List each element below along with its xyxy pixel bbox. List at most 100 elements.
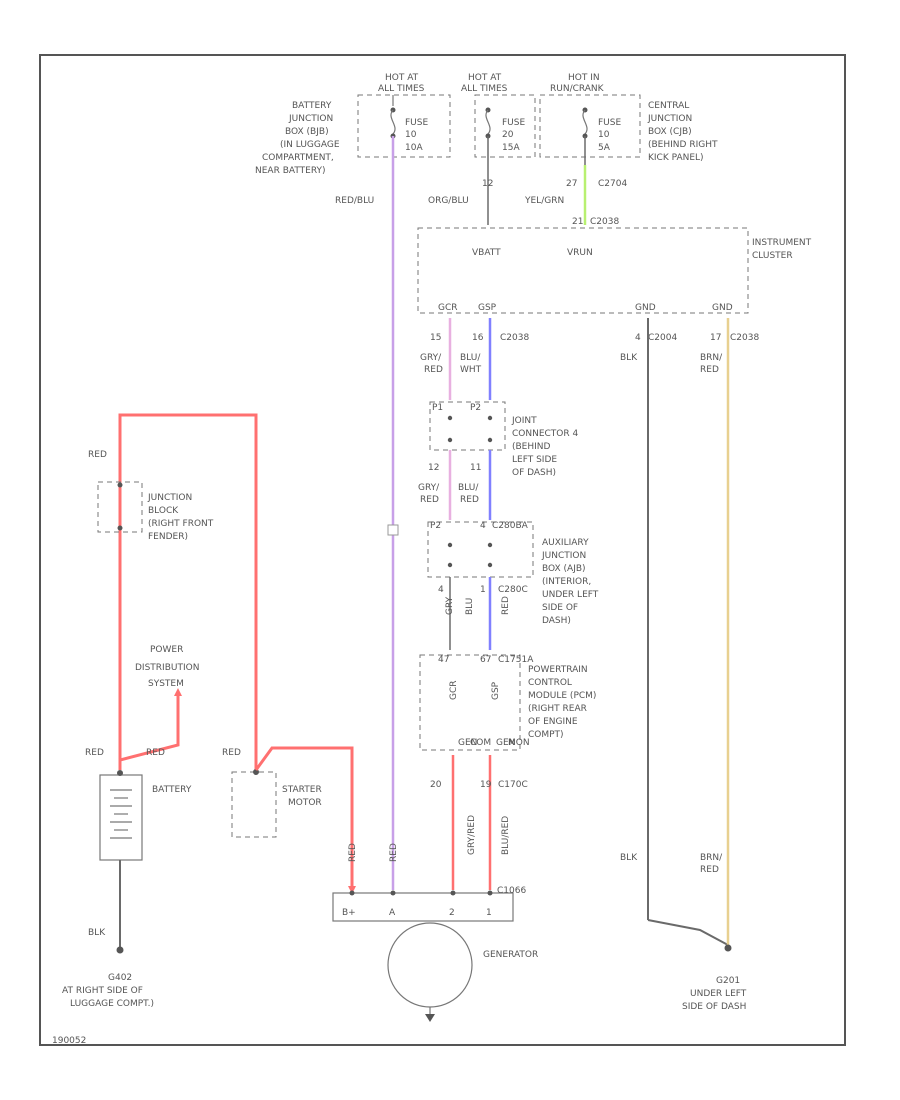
cjb-label-2: JUNCTION [647, 114, 692, 124]
hot-label-2: HOT AT [468, 73, 502, 83]
pcm-label-1: POWERTRAIN [528, 665, 588, 675]
ground-g402-loc-1: AT RIGHT SIDE OF [62, 986, 143, 996]
pin-16: 16 [472, 333, 484, 343]
wire-vert-label-3: RED [501, 596, 511, 615]
pds-label-2: DISTRIBUTION [135, 663, 199, 673]
jb-label-4: FENDER) [148, 532, 188, 542]
connector-c280c: C280C [498, 585, 528, 595]
battery-junction-box [357, 94, 451, 158]
fuse-3-rating: 5A [598, 143, 611, 153]
pin-4a: 4 [438, 585, 444, 595]
jb-label-3: (RIGHT FRONT [148, 519, 214, 529]
figure-id: 190052 [52, 1036, 86, 1046]
wire-label-blk-batt: BLK [88, 928, 106, 938]
starter-motor [231, 771, 277, 838]
wire-label-red2: RED [700, 365, 719, 375]
wire-label-gry: GRY/ [420, 353, 442, 363]
wire-label-red-batt: RED [85, 748, 104, 758]
wire-label-red-top: RED [88, 450, 107, 460]
pcm-output-4: MON [508, 738, 530, 748]
wire-label-gen-2: BLU/RED [501, 816, 511, 855]
connector-c1066: C1066 [497, 886, 526, 896]
joint-pin-a: P1 [432, 403, 443, 413]
wire-label-brn1: BRN/ [700, 353, 723, 363]
fuse-2-rating: 15A [502, 143, 520, 153]
hot-label-3: HOT IN [568, 73, 600, 83]
connector-c2038c: C2038 [730, 333, 759, 343]
connector-c280ba: C280BA [492, 521, 529, 531]
cjb-label-1: CENTRAL [648, 101, 689, 111]
ajb-pin-1: P2 [430, 521, 441, 531]
jb-label-2: BLOCK [148, 506, 179, 516]
pin-12b: 12 [428, 463, 439, 473]
ground-g402-icon [116, 946, 124, 954]
ground-g201: G201 [716, 976, 740, 986]
fuse-2-icon [485, 109, 491, 135]
cjb-label-4: (BEHIND RIGHT [648, 140, 718, 150]
jc-label-2: CONNECTOR 4 [512, 429, 578, 439]
bjb-label-6: NEAR BATTERY) [255, 166, 326, 176]
wire-label-gry2: GRY/ [418, 483, 440, 493]
wire-label-blu: BLU/ [460, 353, 481, 363]
ajb-label-2: JUNCTION [541, 551, 586, 561]
pin-top: 21 [572, 217, 583, 227]
pcm-label-4: (RIGHT REAR [528, 704, 587, 714]
pcm-label-3: MODULE (PCM) [528, 691, 596, 701]
wire-label-brn-g201-a: BRN/ [700, 853, 723, 863]
jc-label-1: JOINT [511, 416, 537, 426]
pcm-output-1: GEN [458, 738, 477, 748]
wire-label-red-start: RED [222, 748, 241, 758]
connector-c170c: C170C [498, 780, 528, 790]
wire-label-red3: RED [420, 495, 439, 505]
gen-pin-1: 1 [486, 908, 492, 918]
vbatt-label: VBATT [472, 248, 501, 258]
connector-c2038b: C2038 [500, 333, 529, 343]
pcm-label-2: CONTROL [528, 678, 572, 688]
wire-red-loop [118, 413, 258, 770]
pin-19: 19 [480, 780, 492, 790]
bjb-label-1: BATTERY [292, 101, 332, 111]
ground-g402: G402 [108, 973, 132, 983]
pcm-output-3: GEN [496, 738, 515, 748]
gnd-label-2: GND [712, 303, 733, 313]
wire-label-blu2: BLU/ [458, 483, 479, 493]
wire-label-org-blu: ORG/BLU [428, 196, 469, 206]
joint-connector-4 [429, 401, 506, 451]
wire-red-pds [118, 692, 180, 770]
bjb-label-3: BOX (BJB) [285, 127, 329, 137]
bjb-label-2: JUNCTION [288, 114, 333, 124]
bjb-label-5: COMPARTMENT, [262, 153, 334, 163]
hot-label-2b: ALL TIMES [461, 84, 508, 94]
wire-label-red-pds: RED [146, 748, 165, 758]
fuse-1-icon [390, 109, 396, 135]
pin-27: 27 [566, 179, 577, 189]
gcr-label: GCR [438, 303, 458, 313]
connector-c1751a: C1751A [498, 655, 534, 665]
wire-label-wht: WHT [460, 365, 482, 375]
fuse-3-icon [582, 109, 588, 135]
pin-11b: 11 [470, 463, 481, 473]
pin-ground-1: 4 [635, 333, 641, 343]
fuse-1-number: 10 [405, 130, 417, 140]
pin-20: 20 [430, 780, 442, 790]
ajb-label-6: SIDE OF [542, 603, 578, 613]
powertrain-control-module [419, 654, 521, 751]
auxiliary-junction-box [427, 521, 534, 578]
ajb-label-1: AUXILIARY [542, 538, 589, 548]
gnd-label-1: GND [635, 303, 656, 313]
wire-label-red4: RED [460, 495, 479, 505]
cjb-label-3: BOX (CJB) [648, 127, 692, 137]
wire-label-blk-g201: BLK [620, 853, 638, 863]
battery-label: BATTERY [152, 785, 192, 795]
wire-label-red-gen-2: RED [389, 843, 399, 862]
pcm-label-6: COMPT) [528, 730, 564, 740]
diagram-frame [39, 54, 846, 1046]
fuse-1-rating: 10A [405, 143, 423, 153]
wire-label-blk1: BLK [620, 353, 638, 363]
ic-label-2: CLUSTER [752, 251, 793, 261]
ajb-pin-2: 4 [480, 521, 486, 531]
pds-label-3: SYSTEM [148, 679, 184, 689]
pin-12: 12 [482, 179, 493, 189]
pcm-input-gsp: GSP [491, 681, 501, 700]
